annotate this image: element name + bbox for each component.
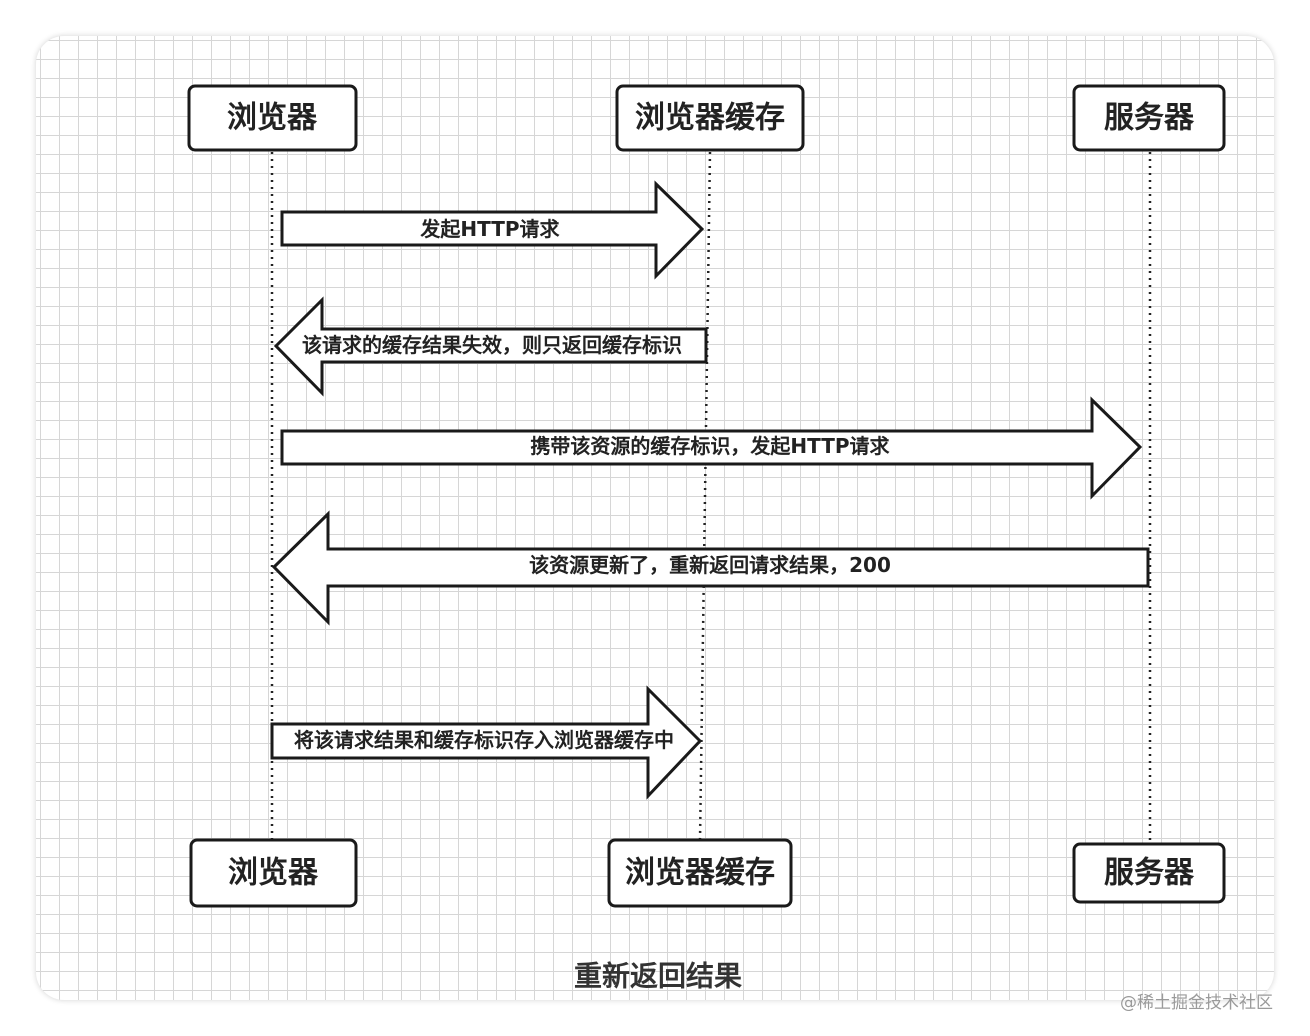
actor-label: 浏览器	[228, 856, 319, 891]
arrow-left	[273, 296, 708, 397]
actor-browser-top: 浏览器	[187, 84, 358, 152]
message-3: 携带该资源的缓存标识，发起HTTP请求	[280, 396, 1143, 500]
actors-top: 浏览器 浏览器缓存 服务器	[187, 84, 1226, 152]
message-5: 将该请求结果和缓存标识存入浏览器缓存中	[270, 685, 703, 800]
message-1: 发起HTTP请求	[280, 180, 705, 280]
arrow-right	[270, 685, 703, 800]
actor-browser-bottom: 浏览器	[189, 838, 358, 908]
actor-box	[189, 838, 358, 908]
actor-server-bottom: 服务器	[1072, 842, 1226, 904]
actor-box	[187, 84, 358, 152]
lifeline-cache	[698, 151, 712, 841]
diagram-canvas: 发起HTTP请求 该请求的缓存结果失效，则只返回缓存标识 携带该资源的缓存标识，…	[36, 36, 1274, 1000]
message-label: 该请求的缓存结果失效，则只返回缓存标识	[302, 333, 682, 357]
actor-label: 浏览器缓存	[635, 101, 785, 136]
message-2: 该请求的缓存结果失效，则只返回缓存标识	[273, 296, 708, 397]
messages: 发起HTTP请求 该请求的缓存结果失效，则只返回缓存标识 携带该资源的缓存标识，…	[270, 180, 1150, 800]
message-label: 携带该资源的缓存标识，发起HTTP请求	[530, 434, 890, 458]
actor-label: 服务器	[1104, 101, 1195, 136]
lifelines	[270, 151, 1152, 844]
message-label: 发起HTTP请求	[419, 217, 560, 241]
watermark: @稀土掘金技术社区	[1120, 993, 1273, 1013]
diagram-caption: 重新返回结果	[574, 960, 742, 993]
actor-box	[1072, 84, 1226, 152]
arrow-right	[280, 180, 705, 280]
actor-server-top: 服务器	[1072, 84, 1226, 152]
message-label: 将该请求结果和缓存标识存入浏览器缓存中	[294, 728, 674, 752]
actor-box	[607, 838, 793, 908]
arrow-left	[271, 510, 1150, 626]
actor-box	[1072, 842, 1226, 904]
actor-box	[615, 84, 805, 152]
sequence-diagram: 发起HTTP请求 该请求的缓存结果失效，则只返回缓存标识 携带该资源的缓存标识，…	[187, 84, 1226, 993]
arrow-right	[280, 396, 1143, 500]
actors-bottom: 浏览器 浏览器缓存 服务器	[189, 838, 1226, 908]
actor-label: 服务器	[1104, 856, 1195, 891]
message-label: 该资源更新了，重新返回请求结果，200	[529, 553, 891, 577]
actor-label: 浏览器缓存	[625, 856, 775, 891]
actor-cache-top: 浏览器缓存	[615, 84, 805, 152]
actor-label: 浏览器	[227, 101, 318, 136]
actor-cache-bottom: 浏览器缓存	[607, 838, 793, 908]
message-4: 该资源更新了，重新返回请求结果，200	[271, 510, 1150, 626]
